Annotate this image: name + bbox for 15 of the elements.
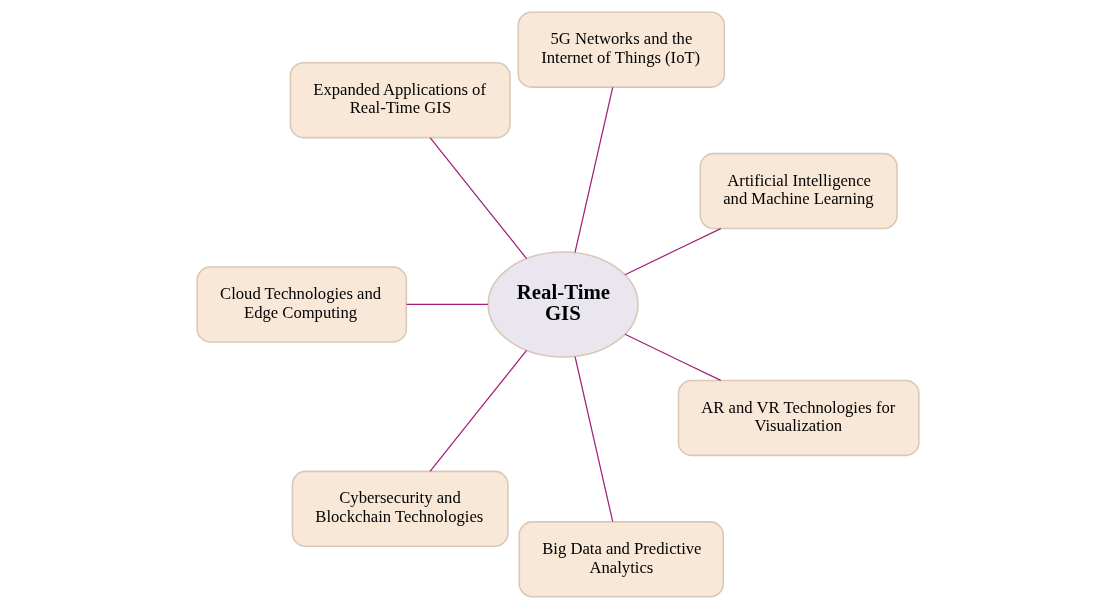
connector	[429, 349, 528, 472]
node-box: Expanded Applications of Real-Time GIS	[289, 61, 511, 139]
connector	[624, 333, 722, 381]
connector	[574, 356, 614, 523]
node-box: Cloud Technologies and Edge Computing	[196, 266, 408, 343]
connector	[405, 303, 489, 306]
node-box: 5G Networks and the Internet of Things (IoT)	[517, 11, 726, 88]
connector	[574, 86, 614, 253]
node-box: Artificial Intelligence and Machine Learning	[699, 152, 898, 230]
connector	[429, 137, 528, 260]
node-box: Cybersecurity and Blockchain Technologies	[291, 470, 509, 548]
node-box: Big Data and Predictive Analytics	[518, 521, 725, 598]
connector	[624, 228, 722, 276]
node-box: AR and VR Technologies for Visualization	[677, 379, 920, 457]
node-ellipse: Real-Time GIS	[487, 251, 639, 358]
